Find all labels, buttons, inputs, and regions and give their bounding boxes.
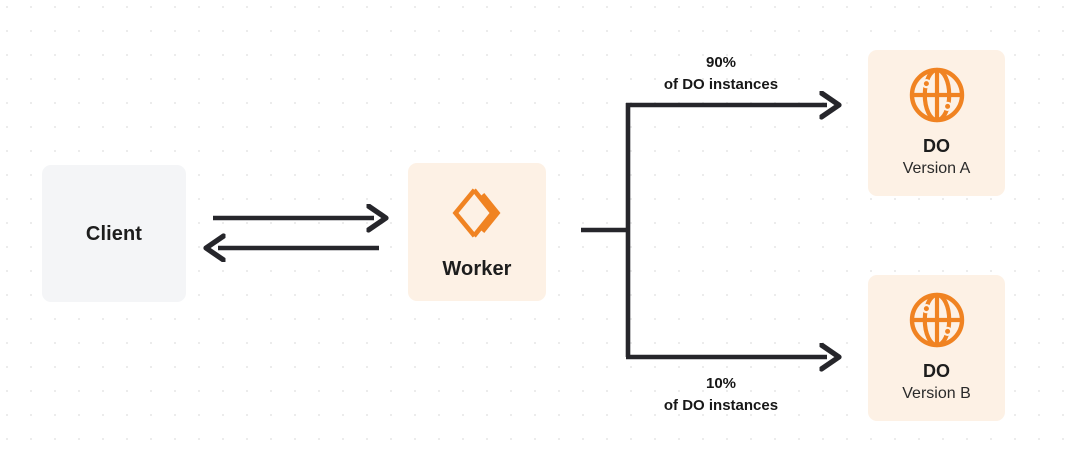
node-do-version-a[interactable]: DO Version A <box>868 50 1005 196</box>
node-client[interactable]: Client <box>42 165 186 302</box>
node-worker[interactable]: Worker <box>408 163 546 301</box>
cloudflare-workers-icon <box>448 184 506 242</box>
edge-label-do-b: 10% of DO instances <box>616 373 826 417</box>
edge-label-do-a-percent: 90% <box>705 54 737 71</box>
node-do-a-sublabel: Version A <box>902 159 971 177</box>
node-client-label: Client <box>85 222 143 245</box>
edge-label-do-b-text: of DO instances <box>663 396 779 414</box>
globe-icon <box>908 291 966 349</box>
edge-label-do-a-text: of DO instances <box>663 75 779 93</box>
edge-label-do-a: 90% of DO instances <box>616 52 826 96</box>
node-do-b-label: DO <box>923 361 950 382</box>
node-do-b-sublabel: Version B <box>902 384 971 402</box>
edge-label-do-b-percent: 10% <box>705 375 737 392</box>
globe-icon <box>908 66 966 124</box>
node-do-version-b[interactable]: DO Version B <box>868 275 1005 421</box>
node-do-a-label: DO <box>923 136 950 157</box>
node-worker-label: Worker <box>442 258 512 280</box>
